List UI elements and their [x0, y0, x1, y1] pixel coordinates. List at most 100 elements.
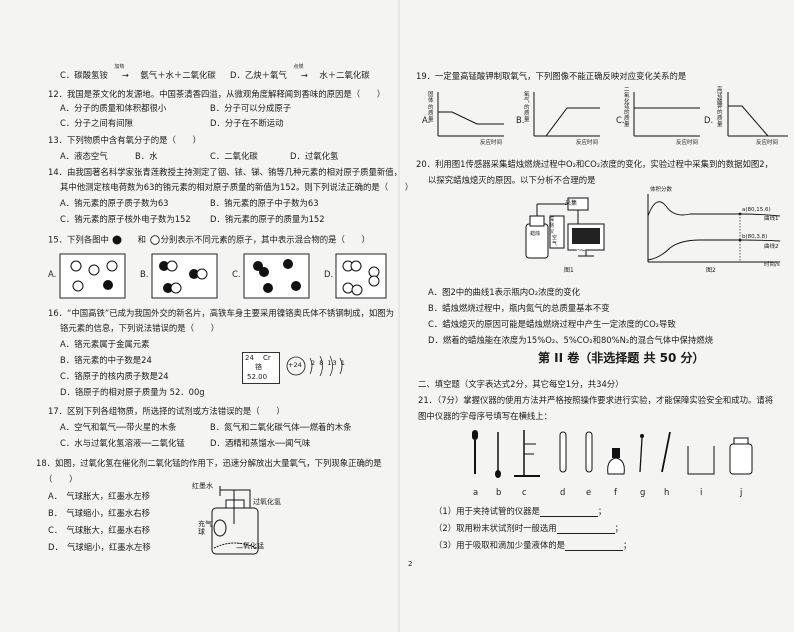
q15-figures: [59, 253, 387, 299]
q19-graphs: [437, 92, 788, 137]
fig1-caption: 图1: [564, 267, 574, 274]
instrument-e-tube: [585, 431, 593, 473]
q20-figure1: [525, 197, 605, 259]
q15-stem: 15．下列各图中 和 分别表示不同元素的原子，其中表示混合物的是（ ）: [48, 234, 371, 245]
q12-stem: 12．我国是茶文化的发源地。中国茶清香四溢，从微观角度解释闻到香味的原因是（ ）: [48, 89, 386, 99]
q14-option-a: A．铕元素的原子质子数为63: [60, 198, 169, 208]
q21-part3: （3）用于吸取和滴加少量液体的是；: [434, 540, 632, 551]
q17-option-b: B．氮气和二氧化碳气体──燃着的木条: [210, 422, 352, 432]
q19-graph-c: [633, 92, 700, 137]
q18-stem-line1: 18．如图，过氧化氢在催化剂二氧化锰的作用下，迅速分解放出大量氧气，下列现象正确…: [36, 458, 382, 468]
q21-blank-1[interactable]: [539, 508, 598, 517]
q18-mno2-label: 二氧化锰: [236, 542, 264, 550]
q15-box-d: [335, 253, 387, 299]
fig2-point-a-label: a(80,15.6): [742, 207, 771, 213]
fig2-ylabel: 体积分数: [650, 187, 673, 193]
q18-option-d: D． 气球缩小，红墨水左移: [48, 542, 151, 552]
q18-apparatus: [211, 486, 259, 555]
q20-figure2-chart: [647, 194, 781, 263]
q18-stem-line2: （ ）: [44, 474, 78, 484]
section-title: 第 II 卷（非选择题 共 50 分）: [538, 351, 705, 365]
q16-stem-line1: 16．“中国高铁”已成为我国外交的新名片，高铁车身主要采用镍铬奥氏体不锈钢制成，…: [48, 308, 394, 318]
q11-option-c: C．碳酸氢铵 加热→ 氨气＋水＋二氧化碳: [60, 64, 216, 80]
instrument-d-tube: [559, 431, 567, 473]
page-number: 2: [408, 560, 413, 568]
q15-box-a: [59, 253, 126, 299]
q18-red-ink-label: 红墨水: [192, 482, 213, 490]
q19-graph-b: [533, 92, 600, 137]
q21-blank-2[interactable]: [556, 525, 615, 534]
fig2-point-b-label: b(80,3.8): [742, 234, 768, 240]
q18-option-b: B． 气球缩小，红墨水右移: [48, 508, 151, 518]
curve1-line: [647, 201, 781, 217]
q19-ylabel-c: 二氧化锰的质量: [624, 87, 630, 128]
q19-xlabel-b: 反应时间: [576, 140, 599, 146]
q12-option-d: D．分子在不断运动: [210, 118, 284, 128]
q17-stem: 17．区别下列各组物质，所选择的试剂或方法错误的是（ ）: [48, 406, 285, 416]
fig2-curve1-label: 曲线1: [764, 216, 779, 222]
fig2-caption: 图2: [706, 267, 716, 274]
fig1-collector-label: 采集: [565, 200, 578, 207]
instrument-h-holder: [661, 431, 671, 473]
q16-option-a: A．铬元素属于金属元素: [60, 339, 150, 349]
part2-heading: 二、填空题（文字表达式2分，其它每空1分，共34分）: [418, 379, 624, 389]
q16-option-b: B．铬元素的中子数是24: [60, 355, 152, 365]
inst-letter-i: i: [700, 487, 703, 497]
chromium-shells: 2 8 13 1: [311, 359, 346, 367]
q13-option-c: C．二氧化碳: [210, 151, 258, 161]
q19-graph-d: [727, 92, 788, 137]
q18-h2o2-label: 过氧化氢: [253, 498, 281, 506]
fig1-candle-label: 蜡烛: [530, 231, 541, 237]
q19-ylabel-a: 固体的质量: [428, 92, 434, 124]
curve2-line: [647, 239, 781, 261]
q14-stem-line2: 其中他测定核电荷数为63的铕元素的相对原子质量的新值为152。则下列说法正确的是…: [60, 182, 414, 192]
q19-ylabel-d: 高锰酸钾的质量: [717, 87, 723, 128]
q20-option-d: D．燃着的蜡烛能在浓度为15%O₂、5%CO₂和80%N₂的混合气体中保持燃烧: [428, 335, 713, 345]
fig1-air-label: 空气: [552, 235, 558, 247]
q17-option-d: D．酒精和蒸馏水──闻气味: [210, 438, 311, 448]
q21-part1: （1）用于夹持试管的仪器是；: [434, 506, 607, 517]
q12-option-b: B．分子可以分成原子: [210, 103, 292, 113]
fig2-curve2-label: 曲线2: [764, 244, 779, 250]
atomic-number: 24: [245, 354, 254, 362]
q16-stem-line2: 铬元素的信息，下列说法错误的是（ ）: [60, 323, 220, 333]
q20-option-b: B．蜡烛燃烧过程中，瓶内氮气的总质量基本不变: [428, 303, 610, 313]
chromium-atom-structure: [286, 355, 343, 377]
q13-option-b: B．水: [135, 151, 158, 161]
fig2-xlabel: 时间/s: [764, 262, 780, 268]
q11-option-d: D．乙炔＋氧气 点燃→ 水＋二氧化碳: [230, 64, 370, 80]
q12-option-c: C．分子之间有间隙: [60, 118, 133, 128]
q21-stem-line2: 图中仪器的字母序号填写在横线上：: [418, 411, 552, 421]
element-name: 铬: [255, 363, 262, 371]
q19-xlabel-d: 反应时间: [756, 140, 779, 146]
inst-letter-e: e: [586, 487, 592, 497]
q16-option-d: D．铬原子的相对原子质量为 52．00g: [60, 387, 205, 397]
q19-graph-a: [437, 92, 504, 137]
q20-option-a: A．图2中的曲线1表示瓶内O₂浓度的变化: [428, 287, 580, 297]
q19-label-d: D.: [704, 115, 714, 125]
q16-option-c: C．铬原子的核内质子数是24: [60, 371, 169, 381]
q19-xlabel-a: 反应时间: [480, 140, 503, 146]
inst-letter-a: a: [473, 487, 479, 497]
instrument-i-beaker: [687, 446, 715, 475]
q18-balloon-label: 充气球: [198, 520, 212, 537]
element-symbol: Cr: [263, 354, 271, 362]
q21-instruments: [472, 430, 753, 478]
q19-xlabel-c: 反应时间: [676, 140, 699, 146]
inst-letter-b: b: [496, 487, 502, 497]
atom-legend-icon: [112, 235, 122, 245]
q18-option-a: A． 气球胀大，红墨水左移: [48, 491, 151, 501]
q15-label-d: D.: [324, 269, 334, 279]
q15-label-c: C.: [232, 269, 241, 279]
q19-label-b: B.: [516, 115, 525, 125]
chromium-element-card: 24 Cr 铬 52.00: [242, 352, 280, 384]
q13-stem: 13．下列物质中含有氧分子的是（ ）: [48, 135, 202, 145]
q17-option-a: A．空气和氧气──带火星的木条: [60, 422, 177, 432]
q21-blank-3[interactable]: [564, 542, 623, 551]
page-fold: [398, 0, 400, 632]
q15-label-b: B.: [140, 269, 149, 279]
inst-letter-h: h: [664, 487, 670, 497]
q20-option-c: C．蜡烛熄灭的原因可能是蜡烛燃烧过程中产生一定浓度的CO₂导致: [428, 319, 676, 329]
q20-stem-line2: 以探究蜡烛熄灭的原因。以下分析不合理的是: [428, 175, 596, 185]
